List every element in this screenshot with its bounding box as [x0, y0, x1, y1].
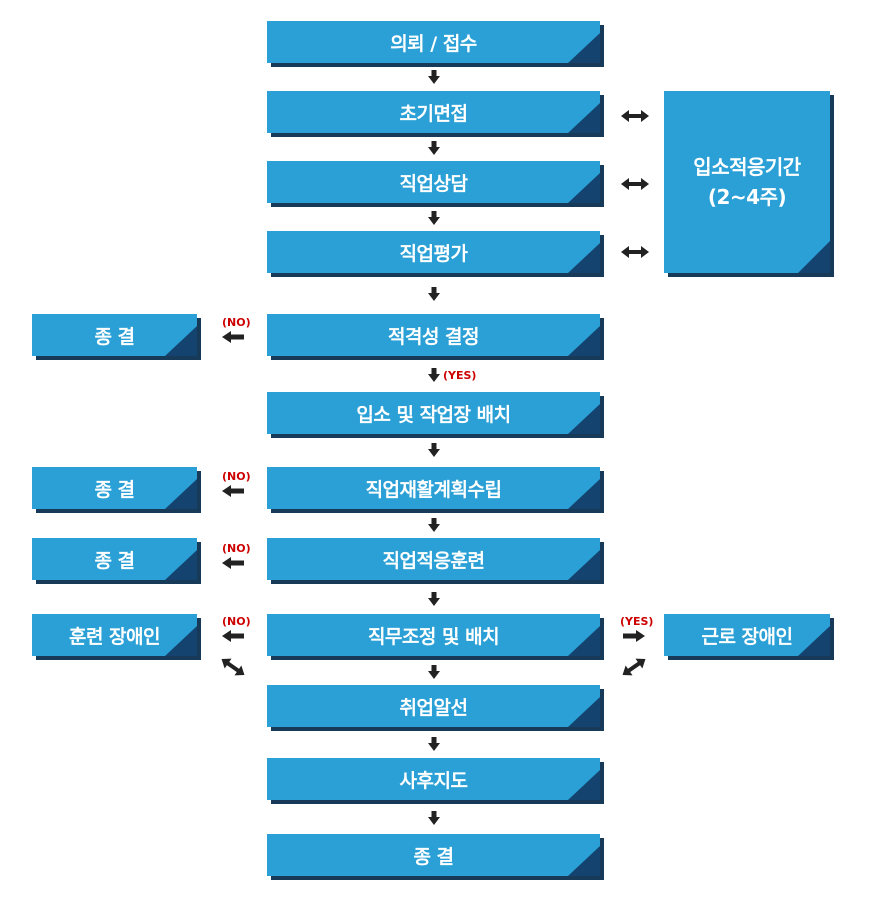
adaptation-period-box: 입소적응기간 (2~4주): [664, 91, 830, 273]
outcome-label: 근로 장애인: [701, 625, 793, 648]
no-tag: (NO): [222, 615, 251, 628]
step-admission-placement: 입소 및 작업장 배치: [267, 392, 600, 434]
right-worker-disabled: 근로 장애인: [664, 614, 830, 656]
left-termination-3: 종 결: [32, 538, 197, 580]
step-label: 초기면접: [399, 102, 468, 125]
step-initial-interview: 초기면접: [267, 91, 600, 133]
arrow-down-icon: [428, 518, 440, 532]
left-trainee-disabled: 훈련 장애인: [32, 614, 197, 656]
step-rehab-plan: 직업재활계획수립: [267, 467, 600, 509]
step-termination: 종 결: [267, 834, 600, 876]
step-label: 취업알선: [399, 696, 468, 719]
yes-tag: (YES): [620, 615, 654, 628]
step-label: 직업적응훈련: [382, 549, 485, 572]
adaptation-period-label: 입소적응기간: [693, 155, 801, 179]
arrow-down-icon: [428, 211, 440, 225]
diagonal-double-arrow-icon: [619, 654, 649, 680]
arrow-right-icon: [623, 630, 645, 642]
step-label: 직업상담: [399, 172, 468, 195]
step-vocational-evaluation: 직업평가: [267, 231, 600, 273]
arrow-down-icon: [428, 665, 440, 679]
adaptation-period-duration: (2~4주): [707, 185, 787, 209]
arrow-down-icon: [428, 287, 440, 301]
no-tag: (NO): [222, 470, 251, 483]
double-arrow-icon: [621, 110, 649, 122]
arrow-down-icon: [428, 737, 440, 751]
arrow-down-icon: [428, 443, 440, 457]
double-arrow-icon: [621, 246, 649, 258]
step-label: 입소 및 작업장 배치: [356, 403, 511, 426]
double-arrow-icon: [621, 178, 649, 190]
arrow-left-icon: [222, 485, 244, 497]
outcome-label: 종 결: [94, 549, 135, 572]
arrow-down-icon: [428, 141, 440, 155]
outcome-label: 종 결: [94, 325, 135, 348]
arrow-down-icon: [428, 368, 440, 382]
step-label: 직업재활계획수립: [365, 478, 502, 501]
no-tag: (NO): [222, 316, 251, 329]
arrow-left-icon: [222, 331, 244, 343]
step-label: 직무조정 및 배치: [367, 625, 500, 648]
step-label: 의뢰 / 접수: [390, 32, 477, 55]
step-job-placement: 취업알선: [267, 685, 600, 727]
outcome-label: 훈련 장애인: [68, 625, 161, 648]
outcome-label: 종 결: [94, 478, 135, 501]
step-job-adjustment: 직무조정 및 배치: [267, 614, 600, 656]
step-follow-up: 사후지도: [267, 758, 600, 800]
diagonal-double-arrow-icon: [218, 654, 248, 680]
step-vocational-counseling: 직업상담: [267, 161, 600, 203]
step-eligibility-decision: 적격성 결정: [267, 314, 600, 356]
yes-tag: (YES): [443, 369, 477, 382]
step-label: 사후지도: [399, 769, 468, 792]
step-adaptation-training: 직업적응훈련: [267, 538, 600, 580]
arrow-down-icon: [428, 70, 440, 84]
arrow-left-icon: [222, 630, 244, 642]
arrow-down-icon: [428, 811, 440, 825]
step-label: 종 결: [413, 845, 454, 868]
step-label: 적격성 결정: [387, 325, 480, 348]
left-termination-1: 종 결: [32, 314, 197, 356]
left-termination-2: 종 결: [32, 467, 197, 509]
no-tag: (NO): [222, 542, 251, 555]
arrow-left-icon: [222, 557, 244, 569]
step-referral-intake: 의뢰 / 접수: [267, 21, 600, 63]
step-label: 직업평가: [399, 242, 468, 265]
arrow-down-icon: [428, 592, 440, 606]
